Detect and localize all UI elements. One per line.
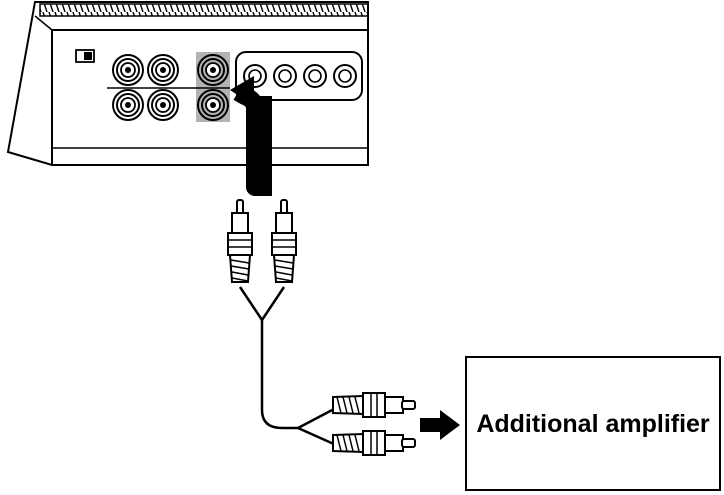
rca-plug-icon — [227, 199, 297, 283]
switch-icon — [75, 49, 95, 63]
amplifier-label: Additional amplifier — [476, 410, 710, 438]
rca-plug-icon — [332, 392, 416, 456]
amplifier-box: Additional amplifier — [465, 356, 721, 491]
output-panel — [235, 51, 363, 101]
y-cable — [238, 286, 337, 447]
arrow-icon — [420, 410, 460, 440]
rca-jack-icon — [107, 52, 230, 122]
head-unit — [6, 0, 369, 166]
arrow-icon — [230, 76, 272, 196]
